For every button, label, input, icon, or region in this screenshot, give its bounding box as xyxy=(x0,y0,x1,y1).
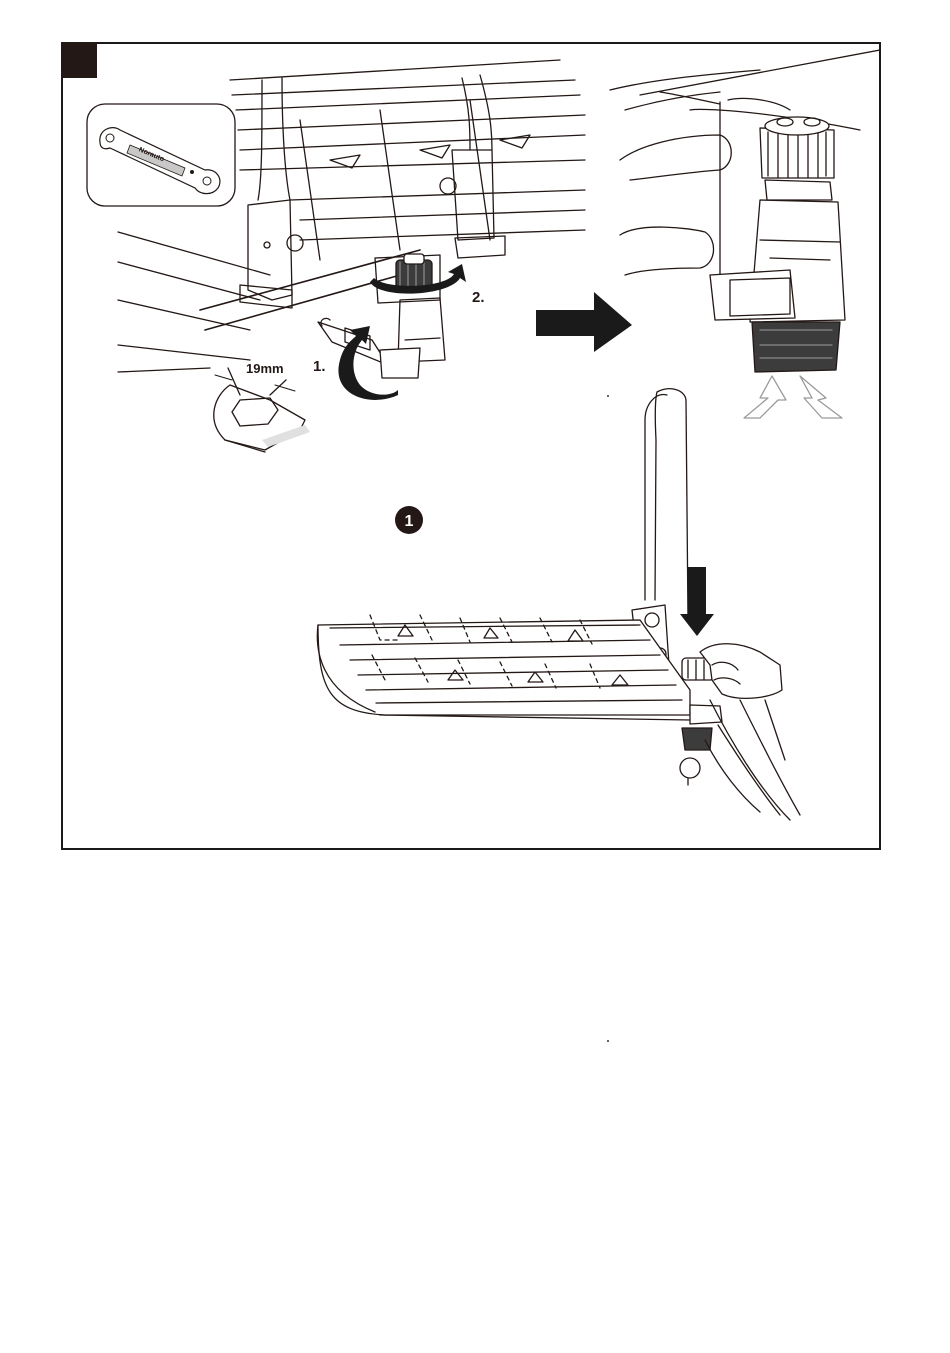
press-down-arrow xyxy=(680,567,714,636)
wrench-size-label: 19mm xyxy=(246,361,284,376)
release-arrows xyxy=(744,376,842,418)
step-two-label: 2. xyxy=(472,289,485,306)
circled-step-number: 1 xyxy=(405,513,414,530)
print-speck xyxy=(607,395,609,397)
knob-detail xyxy=(610,50,880,372)
wrench-tool-box: Norauto xyxy=(87,104,235,206)
step-one-label: 1. xyxy=(313,358,326,375)
circled-step-badge: 1 xyxy=(395,506,423,534)
print-speck xyxy=(607,1040,609,1042)
transition-arrow xyxy=(536,292,632,352)
rack-full-view xyxy=(317,389,800,820)
wrench-19mm-illustration xyxy=(214,368,310,452)
